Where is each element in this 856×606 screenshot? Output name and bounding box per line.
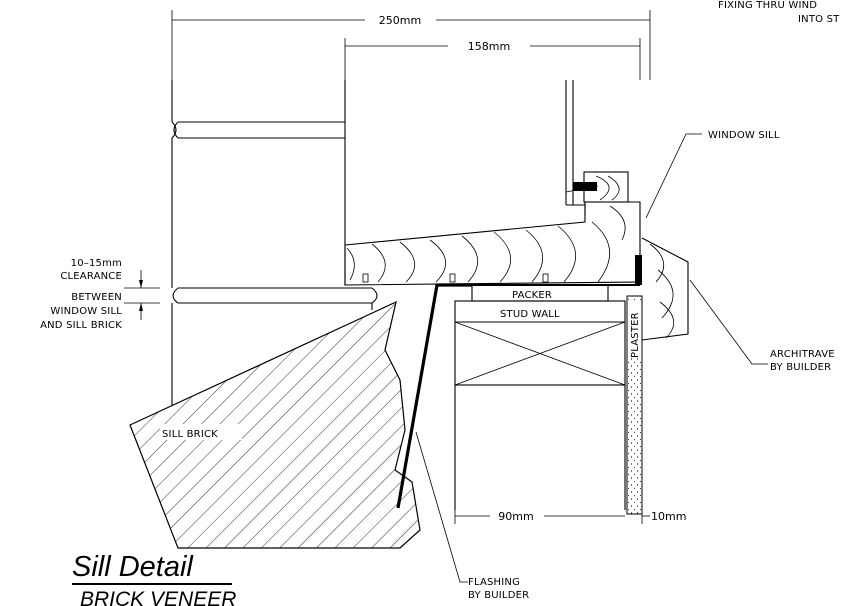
clearance-line3: BETWEEN xyxy=(71,292,122,303)
fixing-note-line2: INTO ST xyxy=(798,14,840,25)
stud-wall: STUD WALL xyxy=(454,300,626,510)
dimension-plaster: 10mm xyxy=(641,494,686,524)
sill-brick-label: SILL BRICK xyxy=(162,429,218,440)
clearance-dimension xyxy=(124,270,160,320)
flashing-leader xyxy=(415,431,468,583)
packer: PACKER xyxy=(437,284,640,302)
dimension-stud-label: 90mm xyxy=(498,510,533,523)
clearance-line5: AND SILL BRICK xyxy=(40,320,122,331)
flashing-label-line1: FLASHING xyxy=(468,577,520,588)
architrave xyxy=(641,237,689,341)
dimension-plaster-label: 10mm xyxy=(651,510,686,523)
fixing-note-line1: FIXING THRU WIND xyxy=(718,0,817,11)
packer-label: PACKER xyxy=(512,290,552,301)
plaster-lining: PLASTER xyxy=(626,295,643,515)
window-sill-leader xyxy=(645,133,702,219)
architrave-label-line2: BY BUILDER xyxy=(770,362,831,373)
drawing-subtitle: BRICK VENEER xyxy=(80,588,236,606)
brick-veneer xyxy=(171,80,378,405)
clearance-line4: WINDOW SILL xyxy=(50,306,122,317)
window-sill xyxy=(344,201,642,286)
stud-wall-label: STUD WALL xyxy=(500,309,560,320)
sill-brick xyxy=(129,300,421,549)
architrave-leader xyxy=(689,279,768,365)
clearance-line2: CLEARANCE xyxy=(60,271,122,282)
architrave-label-line1: ARCHITRAVE xyxy=(770,349,835,360)
drawing-title: Sill Detail xyxy=(72,551,194,583)
sill-brick-label-bg xyxy=(160,424,242,440)
window-frame xyxy=(565,80,629,206)
window-sill-label: WINDOW SILL xyxy=(708,130,780,141)
sill-stop xyxy=(635,255,642,285)
clearance-line1: 10–15mm xyxy=(71,258,122,269)
dimension-overall: 250mm xyxy=(171,10,651,80)
flashing xyxy=(396,283,472,509)
plaster-label: PLASTER xyxy=(630,312,641,358)
dimension-stud: 90mm xyxy=(454,494,625,524)
dimension-frame-label: 158mm xyxy=(468,40,510,53)
flashing-label-line2: BY BUILDER xyxy=(468,590,529,601)
dimension-overall-label: 250mm xyxy=(379,14,421,27)
dimension-frame: 158mm xyxy=(344,38,641,80)
fixing-screw xyxy=(573,182,597,191)
